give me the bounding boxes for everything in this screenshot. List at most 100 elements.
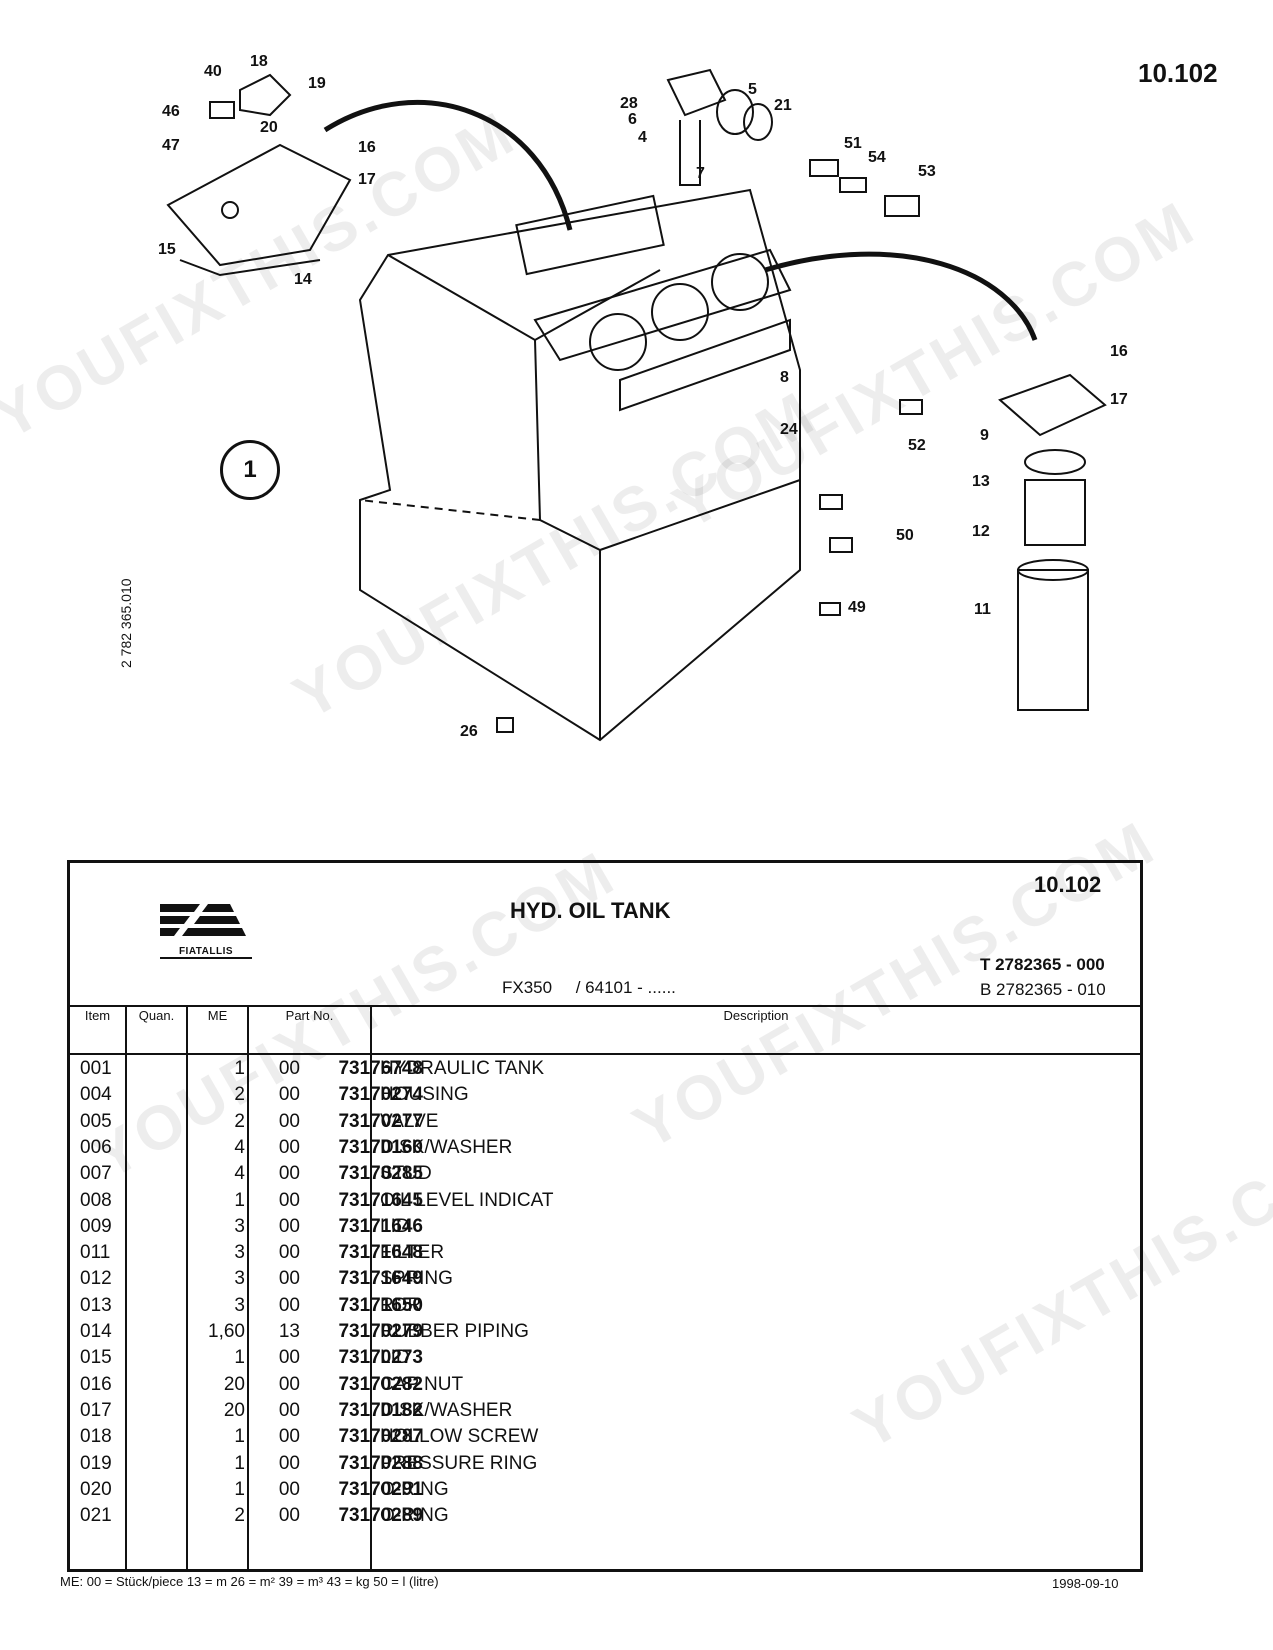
model-name: FX350 — [502, 978, 553, 997]
item-cell: 008 — [80, 1189, 112, 1211]
model-serial: / 64101 - ...... — [575, 978, 676, 997]
callout-label: 40 — [204, 63, 222, 80]
quantity-cell: 1,60 — [208, 1321, 245, 1342]
callout-label: 19 — [308, 75, 326, 92]
b-number: B 2782365 - 010 — [980, 980, 1106, 999]
quantity-cell: 2 — [234, 1084, 245, 1106]
logo-text: FIATALLIS — [160, 946, 252, 959]
callout-label: 12 — [972, 523, 990, 540]
model-line: FX350 / 64101 - ...... — [502, 978, 676, 998]
callout-label: 53 — [918, 163, 936, 180]
quantity-cell: 1 — [234, 1478, 245, 1500]
item-cell: 012 — [80, 1268, 112, 1290]
table-divider — [70, 1053, 1140, 1055]
quantity-cell: 3 — [234, 1215, 245, 1237]
callout-label: 21 — [774, 97, 792, 114]
quantity-cell: 4 — [234, 1163, 245, 1185]
print-date: 1998-09-10 — [1052, 1576, 1119, 1591]
description-cell: RDR — [380, 1294, 422, 1316]
part-number-cell: 73170287 — [338, 1426, 423, 1448]
part-number-cell: 73176748 — [338, 1058, 423, 1079]
description-cell: DISK/WASHER — [380, 1399, 513, 1421]
quantity-cell: 1 — [234, 1189, 245, 1211]
description-cell: VALVE — [380, 1110, 439, 1132]
part-number-cell: 73170182 — [338, 1399, 423, 1421]
me-cell: 00 — [278, 1505, 300, 1527]
me-cell: 00 — [278, 1268, 300, 1290]
quantity-cell: 2 — [234, 1505, 245, 1527]
item-cell: 018 — [80, 1426, 112, 1448]
me-cell: 00 — [278, 1110, 300, 1132]
column-divider — [125, 1005, 127, 1569]
me-cell: 00 — [278, 1242, 300, 1264]
me-cell: 00 — [278, 1084, 300, 1106]
callout-label: 17 — [1110, 391, 1128, 408]
description-cell: STUD — [380, 1163, 432, 1185]
item-cell: 021 — [80, 1505, 112, 1527]
part-number-cell: 73170274 — [338, 1084, 423, 1106]
me-cell: 00 — [278, 1347, 300, 1369]
quantity-cell: 20 — [223, 1373, 245, 1395]
callout-label: 18 — [250, 53, 268, 70]
description-cell: HOUSING — [380, 1084, 469, 1106]
description-cell: OIL LEVEL INDICAT — [380, 1189, 554, 1211]
part-number-cell: 73170288 — [338, 1452, 423, 1474]
column-divider — [186, 1005, 188, 1569]
item-cell: 020 — [80, 1478, 112, 1500]
callout-label: 6 — [628, 111, 637, 128]
quantity-cell: 3 — [234, 1268, 245, 1290]
me-cell: 00 — [278, 1189, 300, 1211]
callout-label: 16 — [358, 139, 376, 156]
callout-label: 20 — [260, 119, 278, 136]
item-cell: 009 — [80, 1215, 112, 1237]
callout-label: 47 — [162, 137, 180, 154]
tank-outline — [358, 188, 801, 742]
view-marker: 1 — [220, 440, 280, 500]
part-number-cell: 73170277 — [338, 1110, 423, 1132]
me-cell: 00 — [278, 1426, 300, 1448]
description-cell: CAP NUT — [380, 1373, 464, 1395]
doc-title: HYD. OIL TANK — [510, 898, 671, 923]
item-cell: 019 — [80, 1452, 112, 1474]
callout-label: 26 — [460, 723, 478, 740]
description-cell: LID — [380, 1347, 410, 1369]
me-cell: 00 — [278, 1058, 300, 1079]
column-header-part-no: Part No. — [285, 1008, 334, 1023]
item-cell: 011 — [80, 1242, 111, 1264]
me-cell: 00 — [278, 1373, 300, 1395]
part-number-cell: 73170289 — [338, 1505, 423, 1527]
t-number: T 2782365 - 000 — [980, 955, 1105, 974]
callout-label: 4 — [638, 129, 647, 146]
callout-label: 52 — [908, 437, 926, 454]
quantity-cell: 1 — [234, 1058, 245, 1079]
column-divider — [370, 1005, 372, 1569]
item-cell: 006 — [80, 1136, 112, 1158]
part-number-cell: 73170279 — [338, 1321, 423, 1342]
item-cell: 015 — [80, 1347, 112, 1369]
item-cell: 013 — [80, 1294, 112, 1316]
parts-list-frame — [67, 860, 1143, 1572]
callout-label: 8 — [780, 369, 789, 386]
callout-label: 51 — [844, 135, 862, 152]
column-divider — [247, 1005, 249, 1569]
part-number-cell: 73171648 — [338, 1242, 423, 1264]
me-cell: 00 — [278, 1163, 300, 1185]
part-number-cell: 73170285 — [338, 1163, 423, 1185]
description-cell: HOLLOW SCREW — [380, 1426, 539, 1448]
me-cell: 00 — [278, 1452, 300, 1474]
callout-label: 7 — [696, 165, 705, 182]
item-cell: 004 — [80, 1084, 112, 1106]
me-legend: ME: 00 = Stück/piece 13 = m 26 = m² 39 =… — [60, 1574, 439, 1589]
item-cell: 017 — [80, 1399, 112, 1421]
me-cell: 00 — [278, 1136, 300, 1158]
part-number-cell: 73170160 — [338, 1136, 423, 1158]
fiatallis-logo-icon — [160, 904, 246, 936]
part-number-cell: 73171645 — [338, 1189, 423, 1211]
